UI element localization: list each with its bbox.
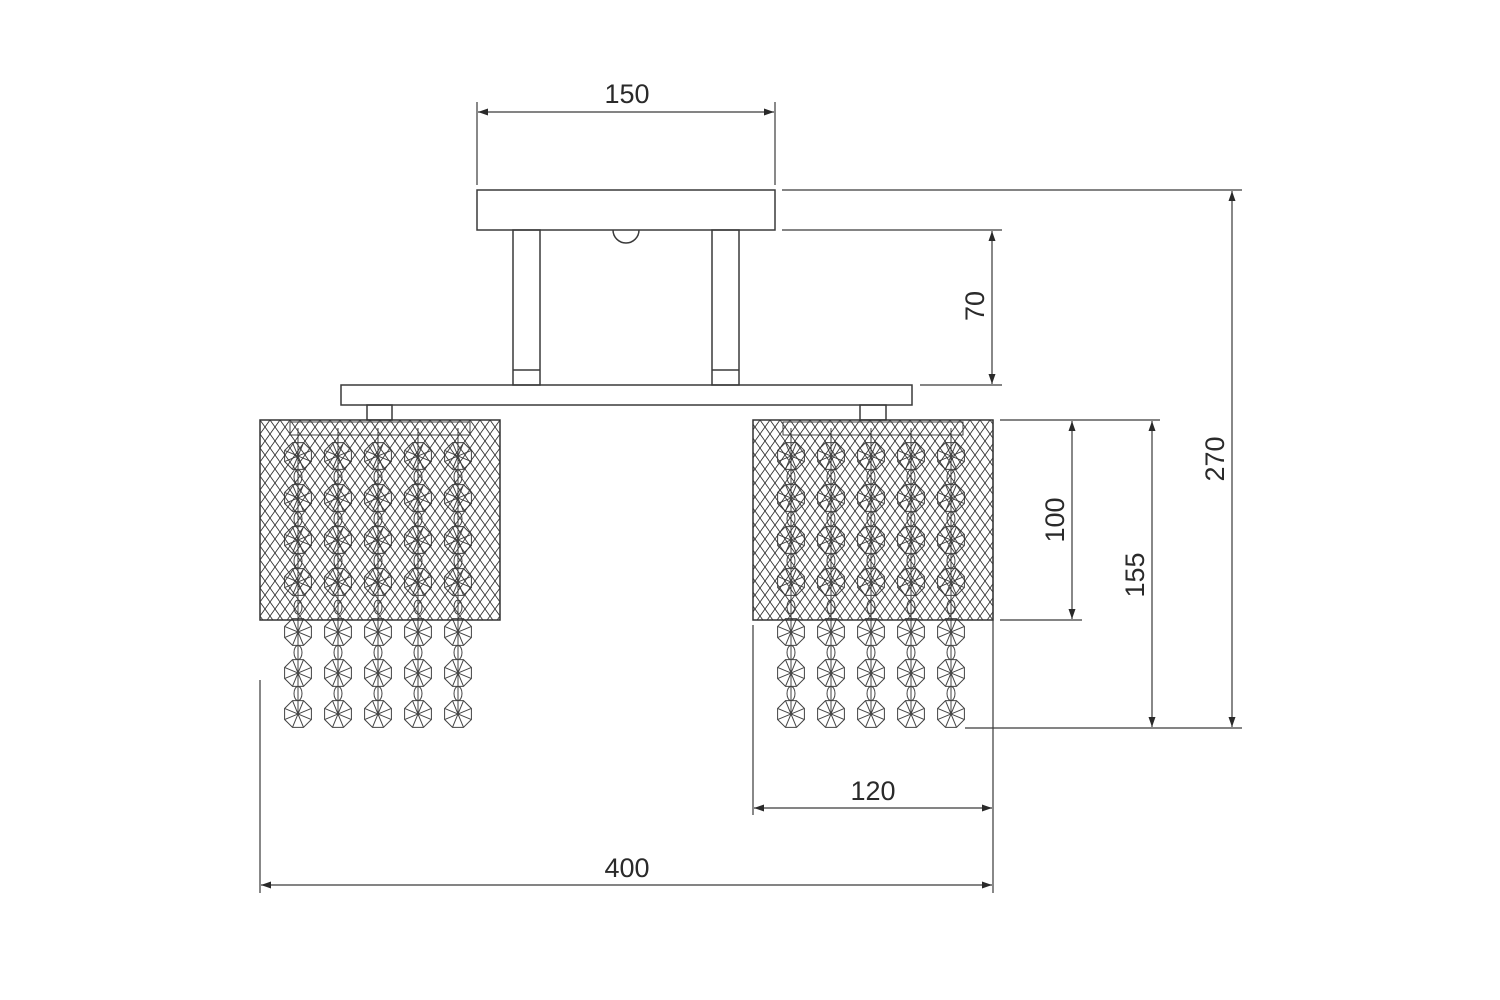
dimension-label: 155 — [1120, 552, 1150, 597]
dimension-rod-height: 70 — [782, 229, 1002, 386]
crystal — [284, 700, 312, 728]
crystal — [284, 659, 312, 687]
crystal — [777, 618, 805, 646]
crystal — [364, 700, 392, 728]
crystal — [404, 618, 432, 646]
canopy — [476, 189, 776, 244]
crystal — [324, 618, 352, 646]
crystal — [777, 700, 805, 728]
dimension-shade-width: 120 — [752, 420, 994, 893]
rod-right — [711, 229, 740, 386]
crystal — [777, 659, 805, 687]
crystal — [444, 659, 472, 687]
crystal — [324, 659, 352, 687]
crystal — [937, 700, 965, 728]
crystal — [897, 700, 925, 728]
crystal — [817, 700, 845, 728]
crystal — [817, 618, 845, 646]
crystal — [364, 618, 392, 646]
dimension-label: 270 — [1200, 436, 1230, 481]
shade-right — [752, 419, 994, 728]
crystal — [284, 618, 312, 646]
crystal — [817, 659, 845, 687]
connector-right — [859, 404, 887, 421]
dimension-shade-height: 100 — [1000, 419, 1160, 621]
shade-left — [259, 419, 501, 728]
crystal — [897, 659, 925, 687]
crystal — [897, 618, 925, 646]
crystal — [857, 659, 885, 687]
dimension-label: 120 — [850, 776, 895, 806]
crystal — [937, 659, 965, 687]
crystal — [324, 700, 352, 728]
dimension-shade-crystals-height: 155 — [1120, 421, 1156, 727]
dimension-total-height: 270 — [782, 189, 1242, 729]
dimension-label: 70 — [960, 291, 990, 321]
dimension-total-width: 400 — [259, 680, 992, 893]
connector-left — [366, 404, 393, 421]
crystal — [937, 618, 965, 646]
dimension-canopy-width: 150 — [476, 79, 776, 185]
mesh-shade — [259, 419, 501, 621]
mesh-shade — [752, 419, 994, 621]
dimension-label: 150 — [604, 79, 649, 109]
rod-left — [512, 229, 541, 386]
dimension-label: 100 — [1040, 497, 1070, 542]
crystal — [404, 659, 432, 687]
crystal — [444, 618, 472, 646]
crystal — [857, 618, 885, 646]
crystal — [364, 659, 392, 687]
dimension-label: 400 — [604, 853, 649, 883]
crystal — [857, 700, 885, 728]
crystal — [404, 700, 432, 728]
crossbar — [340, 384, 913, 406]
crystal — [444, 700, 472, 728]
